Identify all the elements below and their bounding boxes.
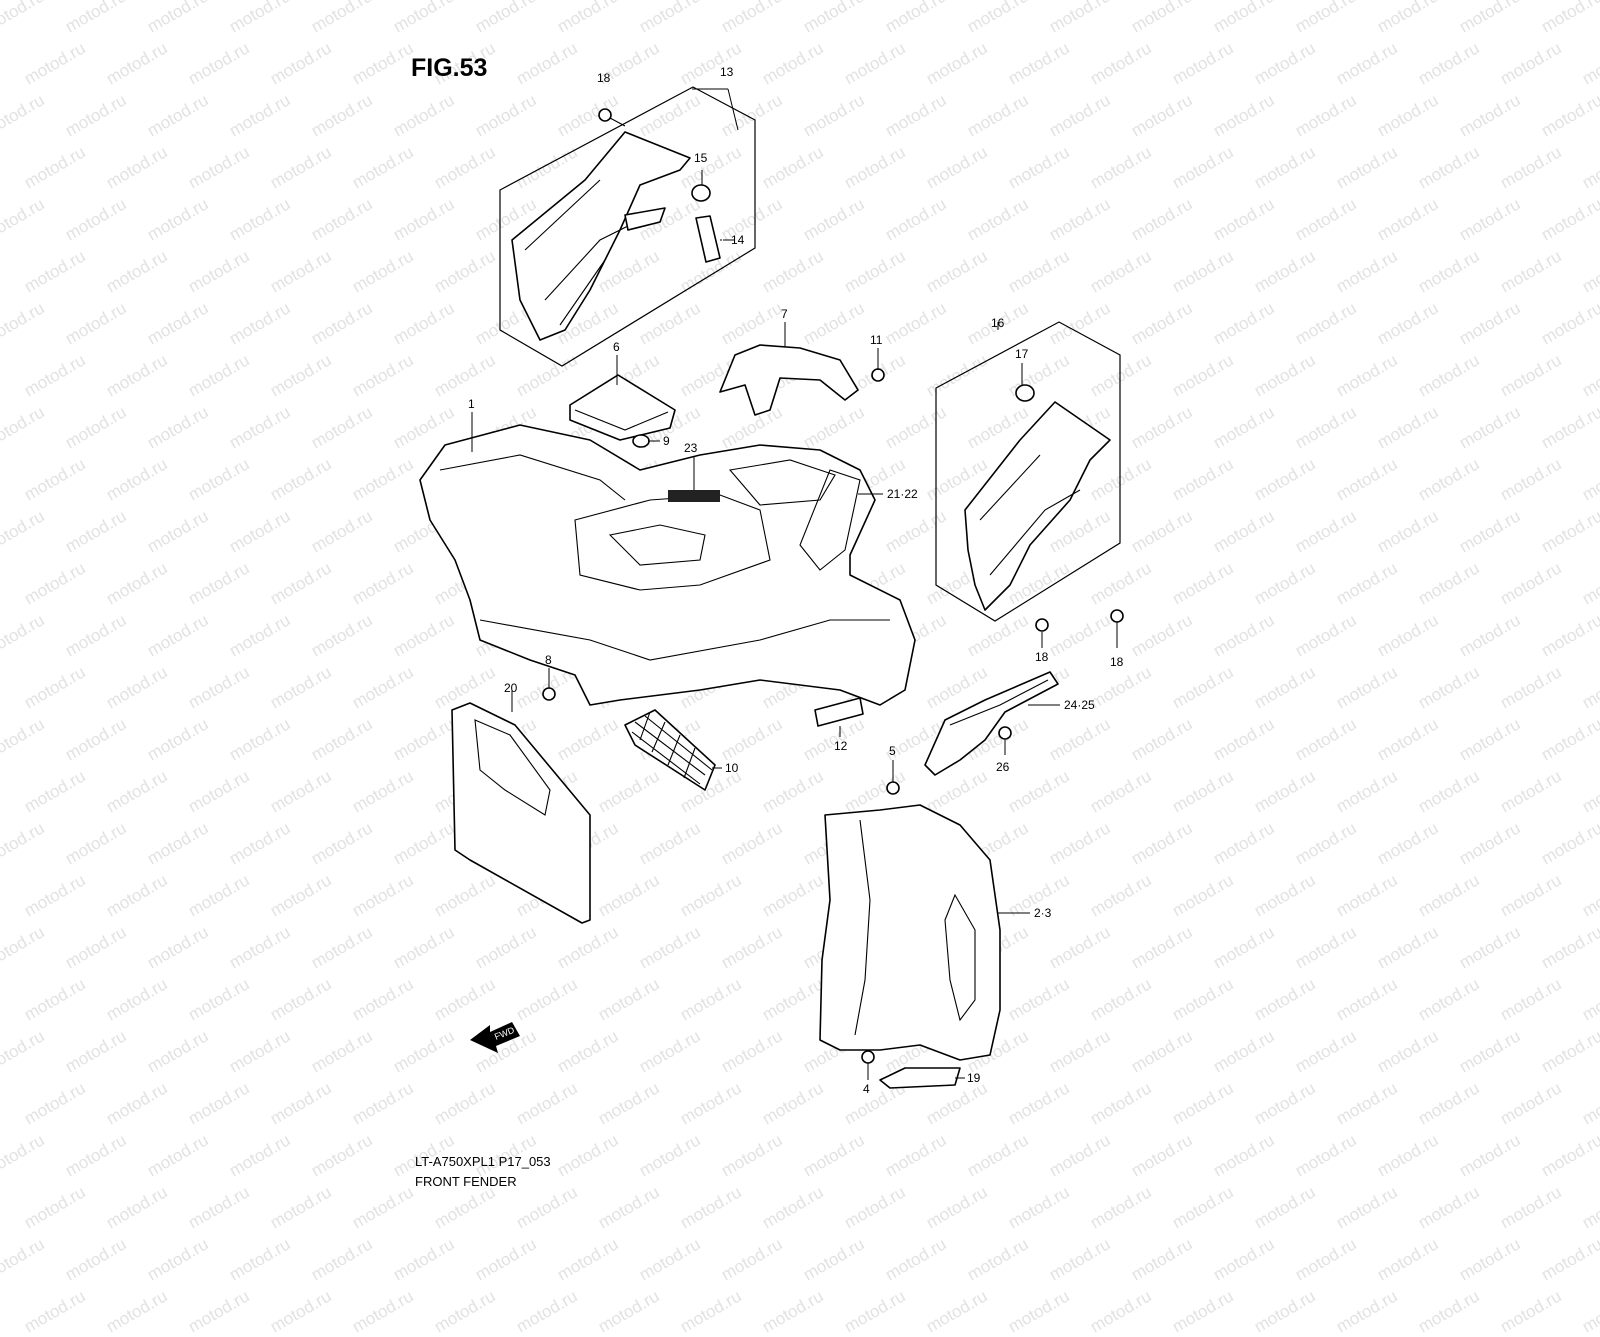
watermark-text: motod.ru: [1005, 1286, 1073, 1337]
part-6-lid: [569, 374, 676, 441]
watermark-text: motod.ru: [964, 1234, 1032, 1285]
watermark-text: motod.ru: [718, 1234, 786, 1285]
part-10-grille: [624, 709, 716, 791]
watermark-text: motod.ru: [1128, 1234, 1196, 1285]
figure-name: FRONT FENDER: [415, 1174, 517, 1189]
part-9-nut: [632, 434, 650, 448]
callout-26: 26: [996, 760, 1010, 774]
callout-19: 19: [967, 1071, 981, 1085]
watermark-text: motod.ru: [1374, 1234, 1442, 1285]
part-11-bolt: [871, 368, 885, 382]
parts-diagram: FWD 1 2·3 4 5 6 7 8: [419, 65, 1124, 1096]
callout-labels: 1 2·3 4 5 6 7 8 9 10 11 12 13 14 15 16 1…: [468, 65, 1124, 1096]
watermark-text: motod.ru: [472, 1234, 540, 1285]
watermark-text: motod.ru: [595, 1286, 663, 1337]
watermark-text: motod.ru: [677, 1286, 745, 1337]
watermark-text: motod.ru: [513, 1286, 581, 1337]
part-18-bolt-right-a: [1035, 618, 1049, 632]
watermark-text: motod.ru: [923, 1286, 991, 1337]
callout-2-3: 2·3: [1034, 906, 1052, 920]
watermark-text: motod.ru: [226, 1234, 294, 1285]
watermark-text: motod.ru: [1579, 1286, 1600, 1337]
callout-10: 10: [725, 761, 739, 775]
callout-17: 17: [1015, 347, 1029, 361]
fwd-arrow-icon: FWD: [470, 1022, 520, 1053]
watermark-text: motod.ru: [0, 1234, 48, 1285]
callout-1: 1: [468, 397, 475, 411]
callout-24-25: 24·25: [1064, 698, 1095, 712]
part-4-bolt: [861, 1050, 875, 1064]
part-1-front-fender: [419, 424, 916, 706]
watermark-text: motod.ru: [308, 1234, 376, 1285]
watermark-text: motod.ru: [1497, 1286, 1565, 1337]
callout-18-top: 18: [597, 71, 611, 85]
watermark-text: motod.ru: [554, 1234, 622, 1285]
kit-box-13: [499, 86, 756, 367]
callout-20: 20: [504, 681, 518, 695]
watermark-text: motod.ru: [759, 1286, 827, 1337]
callout-12: 12: [834, 739, 848, 753]
part-26-bolt: [998, 726, 1012, 740]
part-12-pad: [814, 697, 864, 727]
watermark-text: motod.ru: [1333, 1286, 1401, 1337]
watermark-text: motod.ru: [1538, 1234, 1600, 1285]
watermark-text: motod.ru: [185, 1286, 253, 1337]
watermark-text: motod.ru: [21, 1286, 89, 1337]
callout-5: 5: [889, 744, 896, 758]
watermark-text: motod.ru: [431, 1286, 499, 1337]
callout-23: 23: [684, 441, 698, 455]
callout-15: 15: [694, 151, 708, 165]
part-2-3-inner-fender: [819, 804, 1001, 1061]
part-13-side-panel: [511, 131, 691, 341]
callout-9: 9: [663, 434, 670, 448]
callout-14: 14: [731, 233, 745, 247]
part-20-mud-guard: [451, 702, 591, 924]
watermark-text: motod.ru: [267, 1286, 335, 1337]
kit-box-16: [935, 321, 1121, 622]
watermark-text: motod.ru: [349, 1286, 417, 1337]
watermark-text: motod.ru: [1046, 1234, 1114, 1285]
watermark-text: motod.ru: [103, 1286, 171, 1337]
part-17-grommet: [1015, 384, 1035, 402]
part-23-emblem: [668, 490, 720, 502]
watermark-text: motod.ru: [800, 1234, 868, 1285]
callout-8: 8: [545, 653, 552, 667]
watermark-text: motod.ru: [390, 1234, 458, 1285]
part-16-side-panel: [964, 401, 1111, 611]
watermark-text: motod.ru: [144, 1234, 212, 1285]
part-24-25-bracket: [924, 671, 1059, 776]
callout-13: 13: [720, 65, 734, 79]
watermark-text: motod.ru: [1169, 1286, 1237, 1337]
callout-16: 16: [991, 316, 1005, 330]
callout-18-right-a: 18: [1035, 650, 1049, 664]
callout-21-22: 21·22: [887, 487, 918, 501]
part-18-bolt-right-b: [1110, 609, 1124, 623]
callout-6: 6: [613, 340, 620, 354]
callout-18-right-b: 18: [1110, 655, 1124, 669]
callout-7: 7: [781, 307, 788, 321]
model-code: LT-A750XPL1 P17_053: [415, 1154, 551, 1169]
part-5-bolt: [886, 781, 900, 795]
callout-11: 11: [870, 333, 883, 347]
watermark-text: motod.ru: [1292, 1234, 1360, 1285]
part-19-seal: [879, 1067, 961, 1089]
watermark-text: motod.ru: [1251, 1286, 1319, 1337]
watermark-text: motod.ru: [1087, 1286, 1155, 1337]
watermark-text: motod.ru: [841, 1286, 909, 1337]
callout-4: 4: [863, 1082, 870, 1096]
part-15-grommet: [691, 184, 711, 202]
watermark-text: motod.ru: [1456, 1234, 1524, 1285]
watermark-text: motod.ru: [62, 1234, 130, 1285]
part-7-meter-cover: [719, 344, 859, 416]
part-18-bolt-top: [598, 108, 626, 127]
watermark-text: motod.ru: [1415, 1286, 1483, 1337]
watermark-text: motod.ru: [636, 1234, 704, 1285]
watermark-text: motod.ru: [882, 1234, 950, 1285]
figure-title: FIG.53: [411, 54, 488, 82]
leader-lines: [471, 88, 1118, 1080]
part-14-pad: [695, 215, 721, 263]
watermark-text: motod.ru: [1210, 1234, 1278, 1285]
part-8-bolt: [542, 687, 556, 701]
